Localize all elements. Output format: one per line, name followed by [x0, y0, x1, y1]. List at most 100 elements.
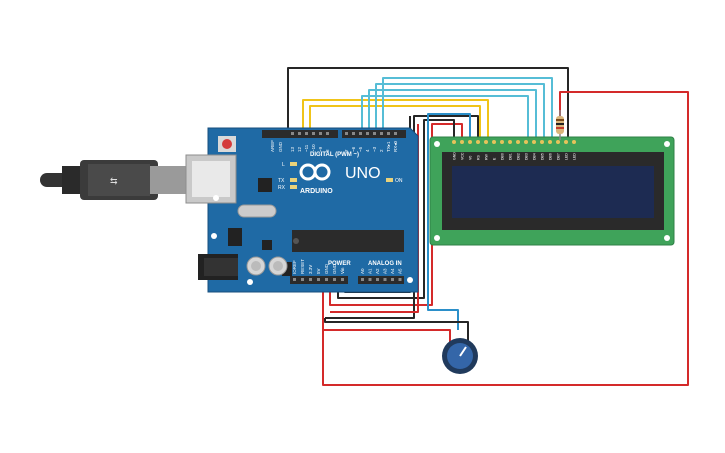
analog-label: ANALOG IN — [368, 261, 402, 267]
lcd-pin-14[interactable] — [564, 140, 568, 144]
lcd-pin-12[interactable] — [548, 140, 552, 144]
atmega-chip — [292, 230, 404, 252]
digital-pin-1[interactable] — [298, 132, 301, 135]
digital-pin-8[interactable] — [359, 132, 362, 135]
lcd-pin-7[interactable] — [508, 140, 512, 144]
wire-red-led[interactable] — [322, 91, 689, 386]
lcd-pin-1[interactable] — [460, 140, 464, 144]
digital-pin-4[interactable] — [319, 132, 322, 135]
lcd-pin-8[interactable] — [516, 140, 520, 144]
wire-cyan-3[interactable] — [375, 83, 545, 140]
lcd-pin-4[interactable] — [484, 140, 488, 144]
digital-pin-12[interactable] — [387, 132, 390, 135]
lcd-pin-label: V0 — [469, 156, 473, 160]
power-label: POWER — [328, 261, 351, 267]
digital-pin-label: ~3 — [372, 146, 377, 152]
wire-black-pot[interactable] — [324, 318, 469, 345]
reset-button-icon[interactable] — [218, 136, 236, 152]
power-pin-0[interactable] — [293, 278, 296, 281]
aref-label: AREF — [270, 140, 275, 152]
uno-title: UNO — [345, 165, 381, 182]
lcd-pin-3[interactable] — [476, 140, 480, 144]
power-pin-5[interactable] — [333, 278, 336, 281]
analog-pin-label: A1 — [368, 268, 373, 274]
lcd-pin-6[interactable] — [500, 140, 504, 144]
digital-pin-9[interactable] — [366, 132, 369, 135]
power-pin-2[interactable] — [309, 278, 312, 281]
digital-pin-label: ~11 — [304, 144, 309, 152]
wire-red-pot[interactable] — [323, 329, 451, 345]
potentiometer-icon[interactable] — [442, 338, 478, 374]
wire-black-rw[interactable] — [325, 115, 479, 319]
lcd-pin-9[interactable] — [524, 140, 528, 144]
lcd-pin-13[interactable] — [556, 140, 560, 144]
power-pin-4[interactable] — [325, 278, 328, 281]
lcd-pin-label: DB0 — [501, 153, 505, 160]
wire-cyan-4[interactable] — [382, 77, 553, 140]
digital-pin-label: 8 — [325, 149, 330, 152]
analog-pin-0[interactable] — [361, 278, 364, 281]
svg-text:⇆: ⇆ — [110, 176, 118, 186]
lcd-pin-2[interactable] — [468, 140, 472, 144]
digital-pin-13[interactable] — [394, 132, 397, 135]
wire-cyan-1[interactable] — [361, 95, 529, 140]
wire-yellow-2[interactable] — [309, 105, 481, 140]
power-pin-1[interactable] — [301, 278, 304, 281]
wires — [287, 67, 689, 386]
digital-pin-0[interactable] — [291, 132, 294, 135]
lcd-pin-5[interactable] — [492, 140, 496, 144]
crystal — [237, 204, 277, 218]
digital-pin-11[interactable] — [380, 132, 383, 135]
wire-gnd-top[interactable] — [287, 67, 569, 140]
power-pin-label: GND — [332, 263, 337, 274]
analog-pin-3[interactable] — [383, 278, 387, 281]
arduino-logo: ARDUINO — [299, 163, 333, 195]
digital-header — [262, 130, 406, 138]
digital-pin-label: ~6 — [351, 146, 356, 152]
digital-pin-2[interactable] — [305, 132, 308, 135]
lcd-pin-label: DB1 — [509, 153, 513, 160]
digital-pin-10[interactable] — [373, 132, 376, 135]
led-l-label: L — [282, 162, 285, 168]
analog-pin-1[interactable] — [368, 278, 372, 281]
lcd-pin-0[interactable] — [452, 140, 456, 144]
analog-pin-5[interactable] — [398, 278, 402, 281]
lcd-pin-15[interactable] — [572, 140, 576, 144]
lcd-pin-label: RS — [477, 154, 481, 160]
logo-text: ARDUINO — [300, 188, 333, 195]
digital-pin-label: 13 — [290, 146, 295, 152]
digital-pin-label: 4 — [365, 149, 370, 152]
wire-yellow-1[interactable] — [302, 99, 489, 140]
analog-pin-4[interactable] — [391, 278, 394, 281]
digital-pin-label: 2 — [379, 149, 384, 152]
wire-cyan-2[interactable] — [368, 89, 537, 140]
digital-pin-6[interactable] — [345, 132, 348, 135]
lcd-screen — [452, 166, 654, 218]
arduino-uno-board[interactable]: ARDUINO UNO DIGITAL (PWM ~) POWER ANALOG… — [185, 127, 419, 293]
power-pin-label: IOREF — [292, 260, 297, 274]
wire-blue-wiper[interactable] — [427, 113, 471, 330]
digital-pin-5[interactable] — [326, 132, 329, 135]
power-pin-6[interactable] — [341, 278, 344, 281]
digital-pin-3[interactable] — [312, 132, 315, 135]
digital-pin-7[interactable] — [352, 132, 355, 135]
lcd-pin-label: DB5 — [541, 153, 545, 160]
analog-pin-2[interactable] — [376, 278, 379, 281]
digital-pin-label: ~9 — [318, 146, 323, 152]
power-pin-3[interactable] — [317, 278, 320, 281]
led-rx-label: RX — [278, 185, 286, 191]
power-pin-label: RESET — [300, 259, 305, 274]
wire-black-gnd[interactable] — [337, 119, 455, 299]
lcd-pin-10[interactable] — [532, 140, 536, 144]
lcd-pin-11[interactable] — [540, 140, 544, 144]
led-on-label: ON — [395, 178, 403, 184]
power-pin-label: 3.3V — [308, 265, 313, 274]
lcd-pin-label: LED — [565, 153, 569, 160]
digital-pin-label: ~5 — [358, 146, 363, 152]
resistor-icon[interactable] — [556, 110, 564, 140]
